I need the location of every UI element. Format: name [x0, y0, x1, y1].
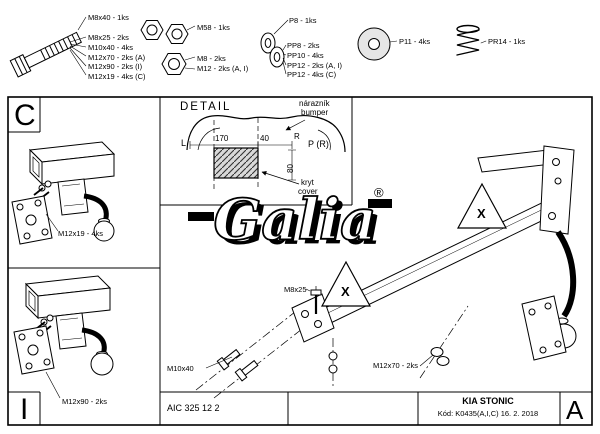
- callout-m10x40: M10x40: [167, 364, 194, 373]
- washer-label-pp8: PP8 - 2ks: [287, 41, 320, 50]
- large-washer-label: P11 - 4ks: [399, 37, 431, 46]
- code-line: Kód: K0435(A,I,C) 16. 2. 2018: [437, 409, 539, 418]
- callout-i-bolts: M12x90 - 2ks: [62, 397, 108, 406]
- galia-logo: Galia Galia ®: [188, 185, 392, 258]
- callout-m8x25: M8x25: [284, 285, 307, 294]
- nut-icon: [161, 53, 196, 75]
- locknut-label: M58 - 1ks: [197, 23, 230, 32]
- registered-mark: ®: [374, 185, 384, 200]
- warning-x-right: X: [477, 206, 486, 221]
- logo-shadow-text: Galia: [219, 192, 382, 258]
- bumper-label-cz: nárazník: [299, 99, 330, 108]
- bolt-label-m8x25: M8x25 - 2ks: [88, 33, 129, 42]
- section-letter-c: C: [14, 99, 36, 132]
- cover-label-en: cover: [298, 187, 318, 196]
- section-letter-i: I: [20, 393, 29, 426]
- detail-right-letter: P (R): [308, 139, 329, 149]
- dim-170: 170: [215, 134, 229, 143]
- detail-left-letter: L: [181, 138, 187, 148]
- bolt-icon: [9, 16, 87, 78]
- bolt-label-m8x40: M8x40 - 1ks: [88, 13, 129, 22]
- dim-40: 40: [260, 134, 269, 143]
- nut-label-group: M8 - 2ks M12 - 2ks (A, I): [197, 54, 248, 74]
- detail-radius-letter: R: [294, 132, 300, 141]
- dim-80: 80: [286, 164, 295, 173]
- frame-borders: [7, 96, 593, 426]
- revision-letter-a: A: [566, 395, 584, 425]
- bolt-label-m12x70: M12x70 - 2ks (A): [88, 52, 146, 62]
- washer-label-pp12a: PP12 - 2ks (A, I): [287, 60, 343, 70]
- i-variant-drawing: [13, 275, 114, 399]
- bolt-label-m12x90: M12x90 - 2ks (I): [88, 62, 143, 72]
- vehicle-name: KIA STONIC: [462, 396, 514, 406]
- callout-c-bolts: M12x19 - 4ks: [58, 229, 104, 238]
- bumper-label-en: bumper: [301, 108, 329, 117]
- spring-washer-label: PR14 - 1ks: [488, 37, 526, 46]
- warning-triangle: [320, 182, 508, 307]
- logo-text: Galia: [214, 187, 377, 253]
- warning-x-left: X: [341, 284, 350, 299]
- cover-label-cz: kryt: [301, 178, 314, 187]
- spring-icon: [456, 24, 487, 56]
- c-variant-drawing: [11, 141, 116, 245]
- washer-label-p8: P8 - 1ks: [289, 16, 317, 25]
- bolt-label-m10x40: M10x40 - 4ks: [88, 42, 134, 52]
- bolt-label-group: M8x25 - 2ks M10x40 - 4ks M12x70 - 2ks (A…: [88, 33, 146, 82]
- nut-label-m12: M12 - 2ks (A, I): [197, 63, 249, 73]
- detail-drawing: [186, 115, 346, 190]
- large-washer-icon: [357, 27, 398, 61]
- washer-label-pp12c: PP12 - 4ks (C): [287, 70, 337, 80]
- washer-icon: [260, 19, 289, 75]
- doc-number: AIC 325 12 2: [167, 403, 220, 413]
- washer-label-group: PP8 - 2ks PP10 - 4ks PP12 - 2ks (A, I) P…: [287, 41, 342, 80]
- locknut-icon: [140, 20, 196, 44]
- callout-m12x70: M12x70 - 2ks: [373, 361, 419, 370]
- washer-label-pp10: PP10 - 4ks: [287, 50, 324, 60]
- nut-label-m8: M8 - 2ks: [197, 54, 226, 63]
- detail-title: DETAIL: [180, 101, 232, 113]
- bolt-label-m12x19: M12x19 - 4ks (C): [88, 72, 146, 82]
